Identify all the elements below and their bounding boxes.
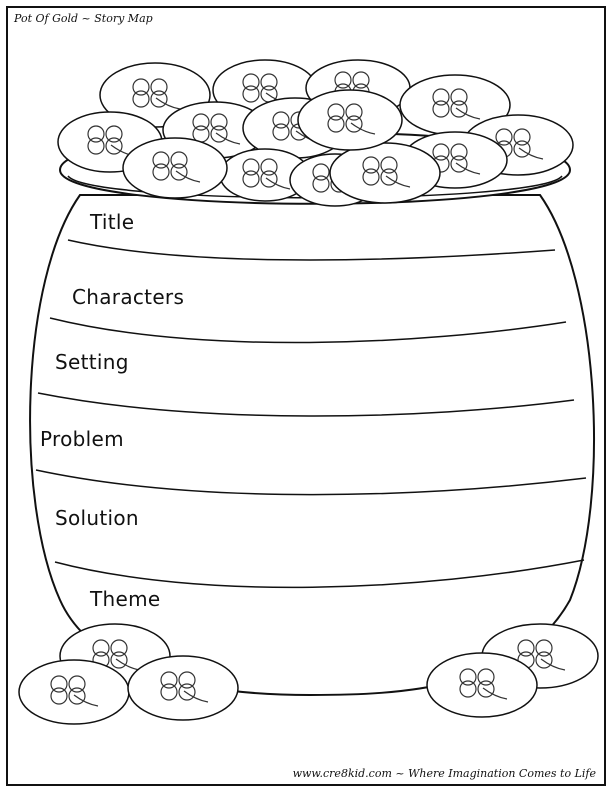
section-dividers — [35, 239, 587, 589]
worksheet-title: Pot Of Gold ~ Story Map — [14, 12, 153, 25]
shamrock-coin-icon — [18, 659, 130, 725]
footer-credit: www.cre8kid.com ~ Where Imagination Come… — [292, 767, 596, 780]
title-section-label: Title — [90, 210, 135, 234]
shamrock-coin-icon — [122, 137, 228, 199]
shamrock-coin-icon — [329, 142, 441, 204]
setting-section-label: Setting — [55, 350, 129, 374]
shamrock-coin-icon — [127, 655, 239, 721]
loose-coins — [18, 623, 599, 725]
theme-section-label: Theme — [90, 587, 161, 611]
shamrock-coin-icon — [426, 652, 538, 718]
solution-section-label: Solution — [55, 506, 139, 530]
pot-body — [29, 194, 595, 697]
characters-section-label: Characters — [72, 285, 185, 309]
problem-section-label: Problem — [40, 427, 124, 451]
coin-pile — [57, 59, 574, 207]
shamrock-coin-icon — [297, 89, 403, 151]
